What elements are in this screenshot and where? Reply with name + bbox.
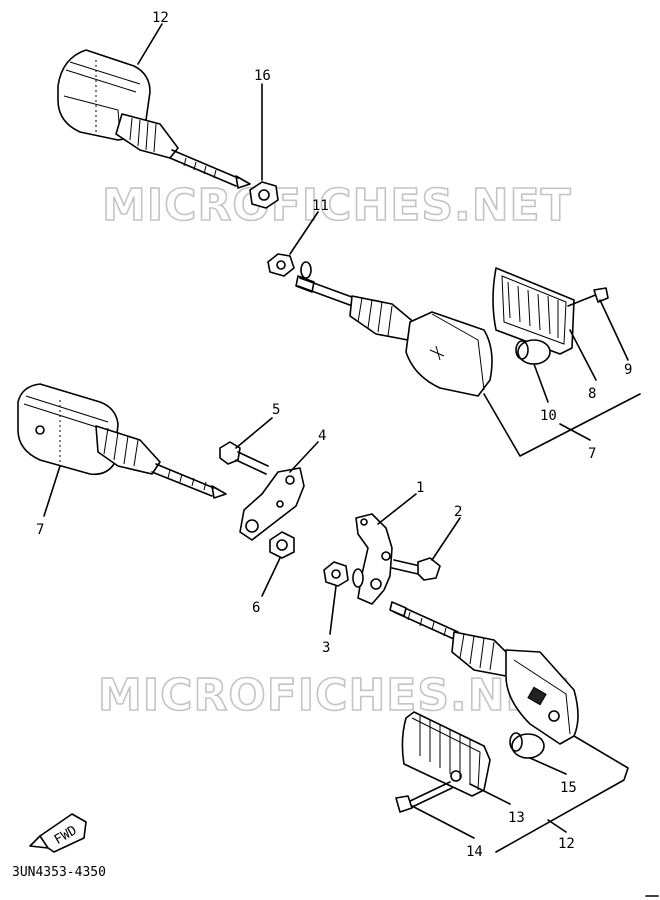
- callout-9: 9: [624, 362, 632, 378]
- callout-6: 6: [252, 600, 260, 616]
- nut-6: [269, 531, 295, 559]
- callout-8: 8: [588, 386, 596, 402]
- leader-9: [599, 299, 629, 361]
- nut-11: [267, 253, 312, 279]
- callout-15: 15: [560, 780, 577, 796]
- nut-3: [323, 561, 364, 588]
- bolt-5: [219, 441, 269, 475]
- leader-8: [569, 329, 597, 381]
- leader-13: [469, 783, 511, 805]
- leader-14: [411, 805, 475, 839]
- bracket-12-bottom: [495, 735, 629, 853]
- callout-13: 13: [508, 810, 525, 826]
- leader-10: [533, 363, 549, 403]
- callout-10: 10: [540, 408, 557, 424]
- bracket-4: [239, 467, 305, 541]
- callout-11: 11: [312, 198, 329, 214]
- callout-14: 14: [466, 844, 483, 860]
- nut-16: [249, 181, 279, 209]
- bracket-7-right: [483, 393, 641, 457]
- forward-arrow-icon: FWD: [29, 813, 87, 853]
- leader-11: [289, 211, 319, 255]
- callout-4: 4: [318, 428, 326, 444]
- callout-1: 1: [416, 480, 424, 496]
- callout-5: 5: [272, 402, 280, 418]
- leader-7-right: [559, 423, 591, 441]
- callout-12-bottom: 12: [558, 836, 575, 852]
- watermark-top: MICROFICHES.NET: [102, 180, 572, 231]
- turn-signal-front-left: [57, 49, 251, 189]
- turn-signal-front-right: [389, 601, 579, 813]
- leader-2: [431, 517, 461, 561]
- leader-12-bottom: [547, 819, 567, 833]
- leader-12-top: [137, 23, 163, 65]
- leader-6: [261, 557, 281, 597]
- callout-3: 3: [322, 640, 330, 656]
- turn-signal-rear-left: [17, 383, 227, 499]
- leader-15: [529, 757, 567, 775]
- bracket-1: [355, 513, 393, 605]
- leader-4: [289, 441, 319, 473]
- callout-2: 2: [454, 504, 462, 520]
- leader-1: [377, 493, 417, 525]
- callout-7-right: 7: [588, 446, 596, 462]
- leader-3: [329, 585, 337, 635]
- leader-5: [235, 417, 273, 449]
- watermark-bottom: MICROFICHES.NET: [98, 670, 568, 721]
- callout-7-left: 7: [36, 522, 44, 538]
- callout-12-top: 12: [152, 10, 169, 26]
- turn-signal-rear-right: [295, 267, 609, 397]
- bolt-2: [391, 557, 441, 581]
- diagram-code: 3UN4353-4350: [12, 865, 106, 880]
- leader-7-left: [43, 465, 61, 517]
- callout-16: 16: [254, 68, 271, 84]
